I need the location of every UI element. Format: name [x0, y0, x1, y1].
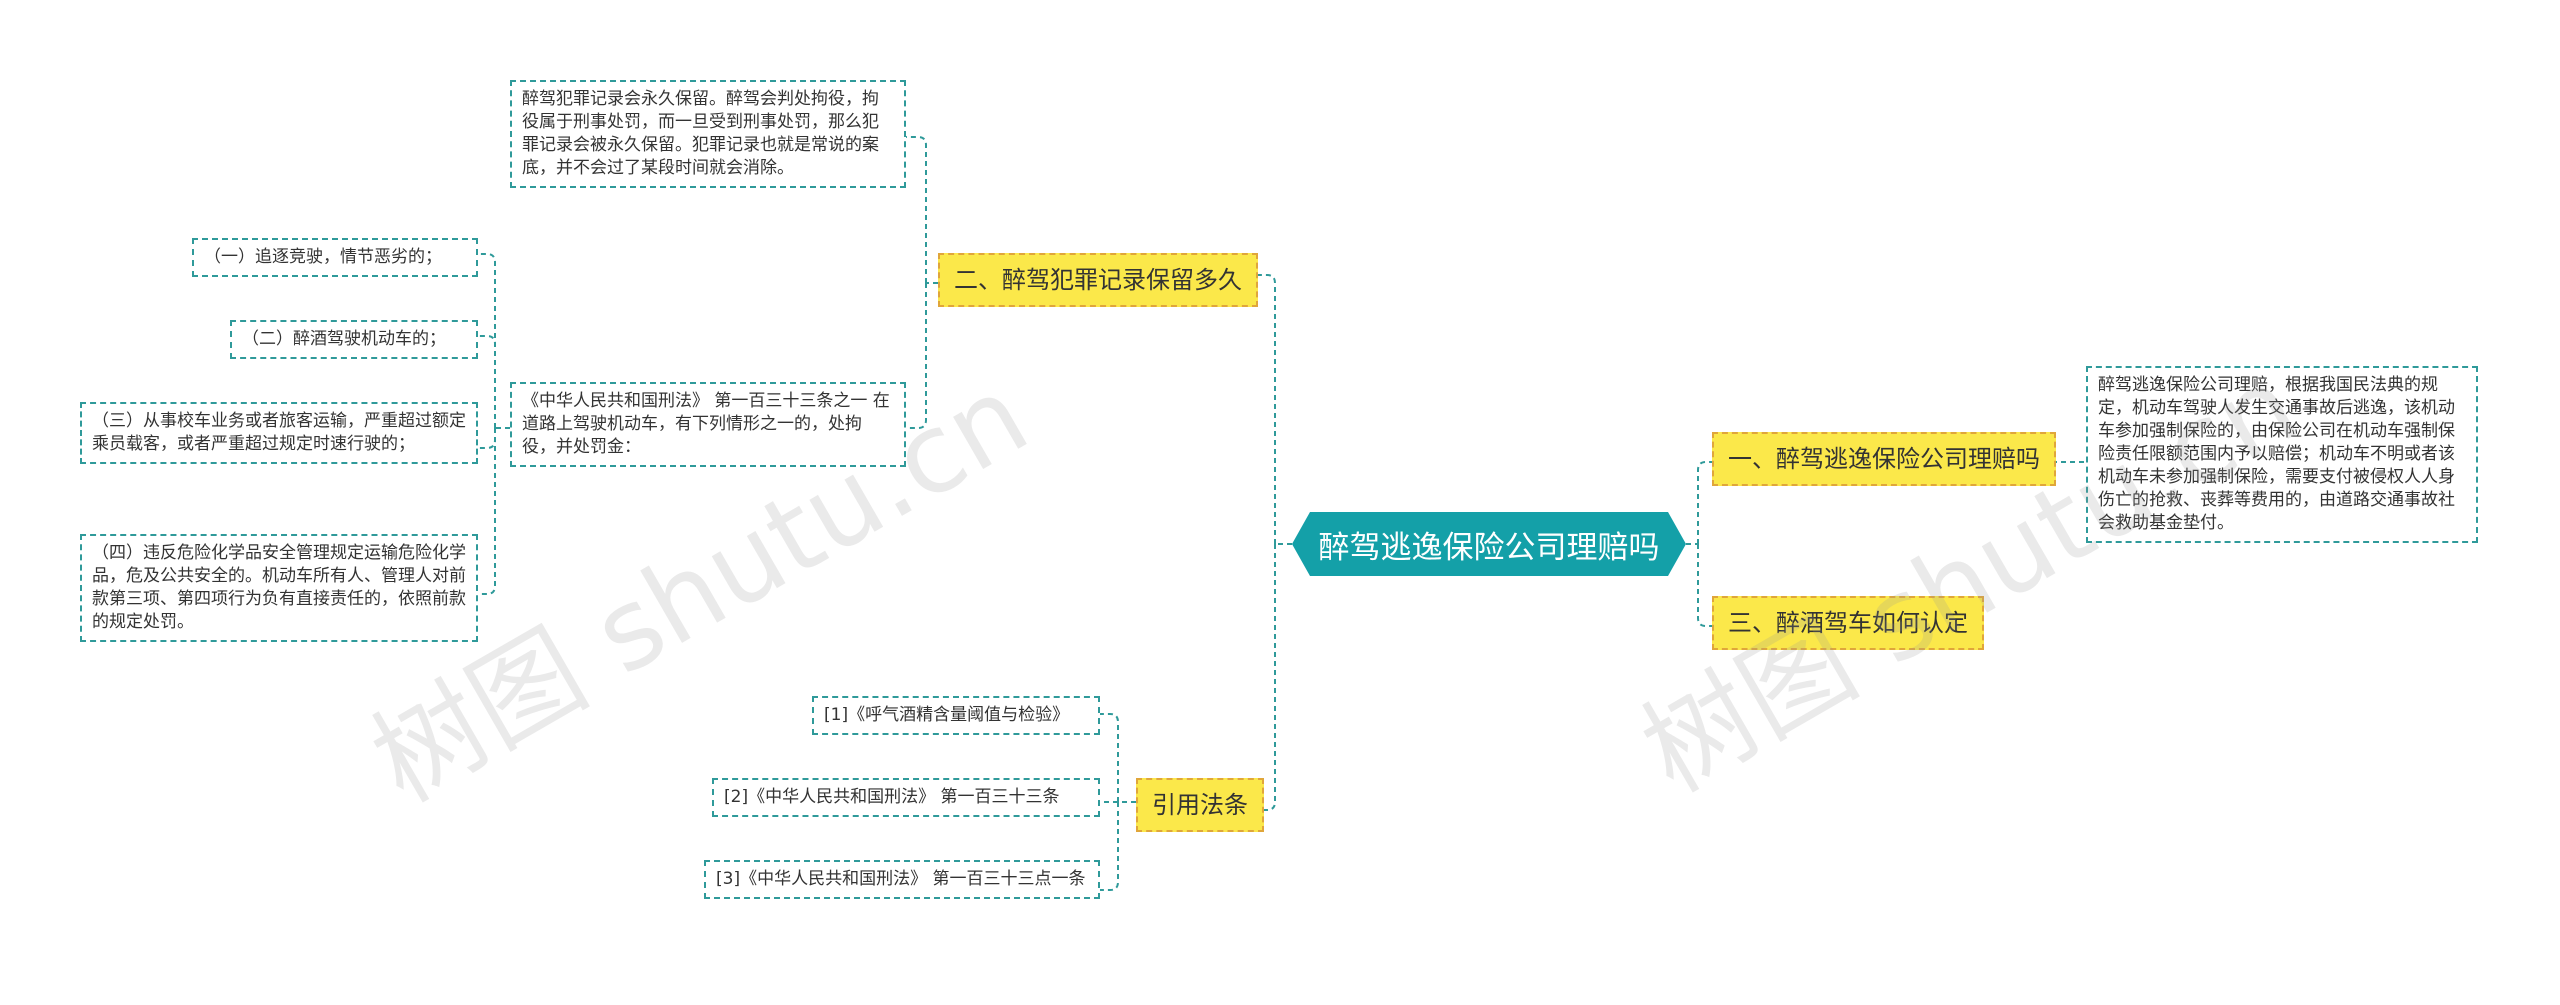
- root-topic[interactable]: 醉驾逃逸保险公司理赔吗: [1318, 529, 1660, 566]
- leaf-insurance-claim-text: 醉驾逃逸保险公司理赔，根据我国民法典的规定，机动车驾驶人发生交通事故后逃逸，该机…: [2086, 366, 2478, 543]
- branch-record-retention[interactable]: 二、醉驾犯罪记录保留多久: [938, 253, 1258, 307]
- leaf-law-item: （四）违反危险化学品安全管理规定运输危险化学品，危及公共安全的。机动车所有人、管…: [80, 534, 478, 642]
- branch-drunk-driving-determination[interactable]: 三、醉酒驾车如何认定: [1712, 596, 1984, 650]
- leaf-law-item: （一）追逐竞驶，情节恶劣的；: [192, 238, 478, 277]
- branch-insurance-claim[interactable]: 一、醉驾逃逸保险公司理赔吗: [1712, 432, 2056, 486]
- leaf-reference: [2]《中华人民共和国刑法》 第一百三十三条: [712, 778, 1100, 817]
- leaf-law-item: （三）从事校车业务或者旅客运输，严重超过额定乘员载客，或者严重超过规定时速行驶的…: [80, 402, 478, 464]
- branch-cited-law[interactable]: 引用法条: [1136, 778, 1264, 832]
- leaf-reference: [1]《呼气酒精含量阈值与检验》: [812, 696, 1100, 735]
- leaf-criminal-law-text: 《中华人民共和国刑法》 第一百三十三条之一 在道路上驾驶机动车，有下列情形之一的…: [510, 382, 906, 467]
- leaf-record-text: 醉驾犯罪记录会永久保留。醉驾会判处拘役，拘役属于刑事处罚，而一旦受到刑事处罚，那…: [510, 80, 906, 188]
- leaf-reference: [3]《中华人民共和国刑法》 第一百三十三点一条: [704, 860, 1100, 899]
- leaf-law-item: （二）醉酒驾驶机动车的；: [230, 320, 478, 359]
- root-shape: [1292, 512, 1686, 576]
